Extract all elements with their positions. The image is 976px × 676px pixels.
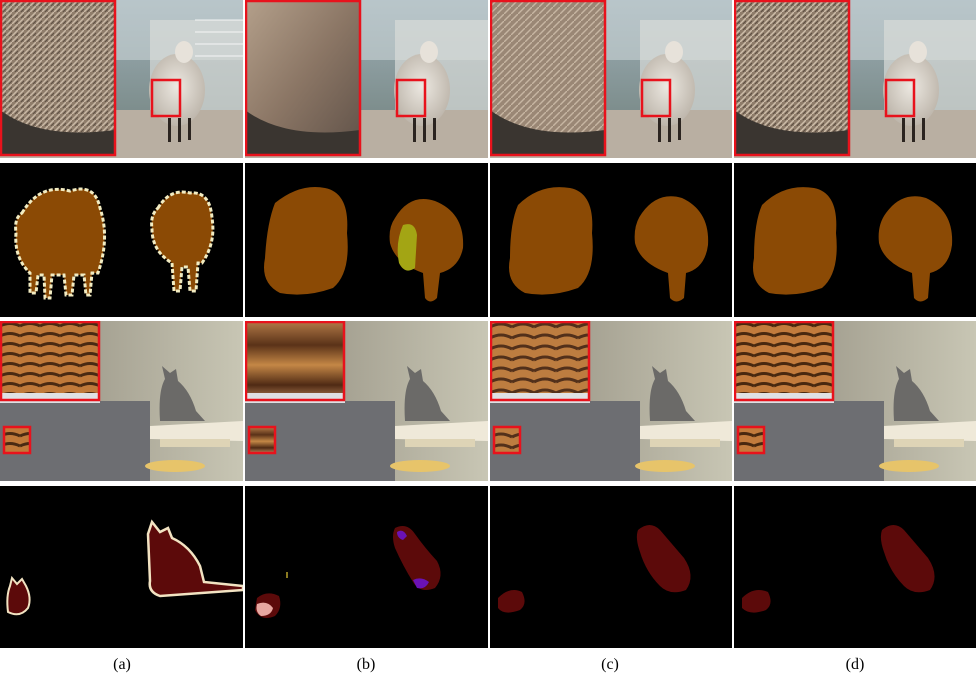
cat-mask-icon [255,526,441,618]
cat-photo-icon [0,321,243,481]
sheep-mask-icon [509,187,709,302]
sheep-mask-icon [264,187,464,302]
caption-b: (b) [356,656,376,673]
cat-photo-d [734,321,976,481]
cat-mask-b [245,486,488,648]
cat-photo-icon [734,321,976,481]
sheep-photo-a [0,0,243,158]
cat-photo-icon [245,321,488,481]
sheep-photo-icon [245,0,488,158]
sheep-mask-c [490,163,732,317]
cat-photo-c [490,321,732,481]
sheep-photo-icon [0,0,243,158]
sheep-mask-icon [753,187,953,302]
cat-mask-icon [6,519,243,616]
cat-mask-d [734,486,976,648]
cat-mask-icon [742,525,935,613]
sheep-photo-b [245,0,488,158]
caption-a: (a) [113,656,131,673]
sheep-mask-d [734,163,976,317]
caption-c: (c) [601,656,619,673]
cat-mask-c [490,486,732,648]
sheep-mask-b [245,163,488,317]
cat-photo-icon [490,321,732,481]
sheep-photo-d [734,0,976,158]
cat-mask-a [0,486,243,648]
cat-mask-icon [498,525,691,613]
sheep-photo-c [490,0,732,158]
sheep-photo-icon [490,0,732,158]
sheep-photo-icon [734,0,976,158]
cat-photo-a [0,321,243,481]
sheep-mask-icon [14,187,215,300]
cat-photo-b [245,321,488,481]
caption-d: (d) [845,656,865,673]
sheep-mask-a [0,163,243,317]
